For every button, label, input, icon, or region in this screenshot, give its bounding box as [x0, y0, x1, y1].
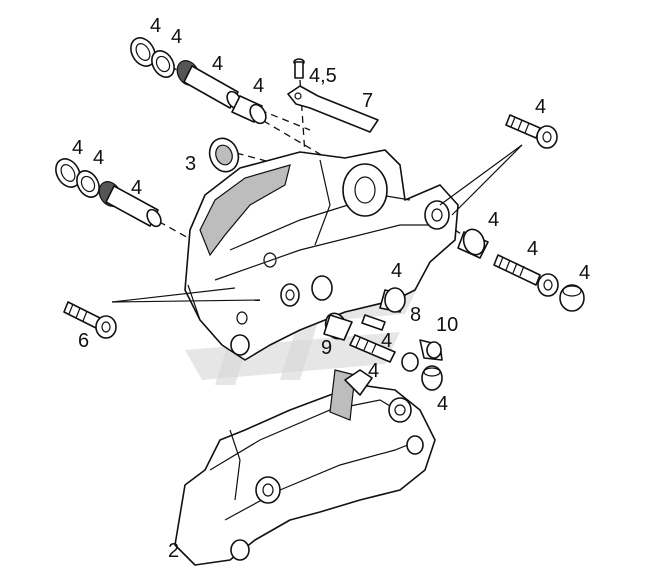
label-6: 4: [391, 260, 402, 282]
bushing-lower: [323, 312, 353, 341]
label-4-top-b: 4: [171, 26, 182, 48]
adjuster-bolt-10: [349, 334, 419, 372]
label-4-right-bolt: 4: [527, 238, 538, 260]
label-4-mid: 9: [321, 337, 332, 359]
label-4-5: 4,5: [309, 65, 337, 87]
upper-right-bolt: [505, 114, 558, 149]
label-9: 8: [410, 304, 421, 326]
label-4-left-a: 4: [72, 137, 83, 159]
label-4-left-c: 4: [131, 177, 142, 199]
leader-lines: [111, 144, 523, 303]
right-cap: [559, 284, 585, 312]
left-guide-pin-set: [55, 158, 162, 228]
label-2: 2: [168, 540, 179, 562]
label-4-top-d: 4: [253, 75, 264, 97]
cap-lower-right: [421, 365, 443, 391]
label-4-left-b: 4: [93, 147, 104, 169]
pin-9: [361, 314, 386, 331]
label-7: 7: [362, 90, 373, 112]
wear-indicator-screw: [293, 58, 305, 79]
label-4-left-bolt: 6: [78, 330, 89, 352]
label-4-lower-right: 4: [437, 393, 448, 415]
caliper-housing: [184, 149, 459, 361]
dust-seal-ring: [208, 137, 240, 173]
label-3: 3: [185, 153, 196, 175]
label-4-top-c: 4: [212, 53, 223, 75]
label-4-top-a: 4: [150, 15, 161, 37]
label-4-lower: 4: [368, 360, 379, 382]
right-guide-bolt: [493, 254, 559, 297]
label-4-right-bushing: 4: [488, 209, 499, 231]
label-10: 4: [381, 330, 392, 352]
label-8: 10: [436, 314, 458, 336]
right-bushing: [457, 228, 489, 259]
wear-indicator-bracket: [287, 85, 379, 133]
label-4-upper-right: 4: [535, 96, 546, 118]
piston-sleeve-6: [379, 287, 406, 313]
caliper-carrier-bracket: [174, 369, 436, 566]
bleed-nipple-8: [419, 339, 443, 361]
left-bolt: [63, 301, 117, 339]
label-4-right-cap: 4: [579, 262, 590, 284]
upper-guide-pin-set: [130, 37, 267, 125]
callout-labels: 4 4 4 4 4,5 7 4 3 4 4 4 4 4 4 6 4 9 8 10…: [72, 15, 590, 562]
